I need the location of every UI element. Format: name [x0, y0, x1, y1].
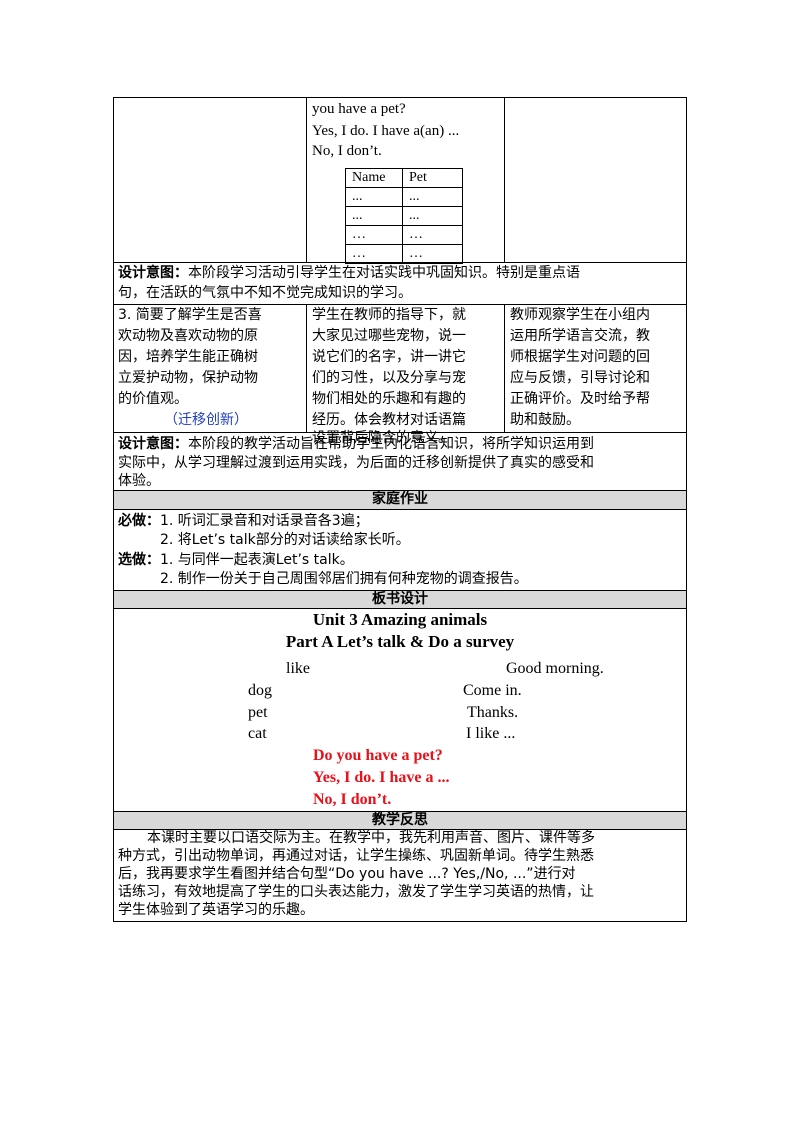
homework-item: 2. 制作一份关于自己周围邻居们拥有何种宠物的调查报告。: [160, 571, 528, 587]
step3-student-activity: 学生在教师的指导下，就 大家见过哪些宠物，说一 说它们的名字，讲一讲它 们的习性…: [312, 305, 502, 445]
reflection-line: 话练习，有效地提高了学生的口头表达能力，激发了学生学习英语的热情，让: [118, 884, 594, 900]
step3-student-line: 大家见过哪些宠物，说一: [312, 328, 466, 344]
table-header-pet: Pet: [402, 168, 463, 188]
table-cell: …: [345, 225, 403, 245]
step3-student-line: 们的习性，以及分享与宠: [312, 370, 466, 386]
board-heading-2: Part A Let’s talk & Do a survey: [285, 632, 515, 651]
board-phrase: Come in.: [463, 682, 522, 699]
homework-optional-1: 选做：1. 与同伴一起表演Let’s talk。: [118, 550, 354, 571]
step3-student-line: 物们相处的乐趣和有趣的: [312, 391, 466, 407]
table-cell: ...: [402, 206, 463, 226]
homework-optional-label: 选做：: [118, 552, 160, 568]
design-intent-1-line-1: 设计意图：本阶段学习活动引导学生在对话实践中巩固知识。特别是重点语: [118, 263, 580, 284]
step3-student-line: 学生在教师的指导下，就: [312, 307, 466, 323]
table-row: … …: [345, 244, 463, 264]
board-word: like: [286, 660, 310, 677]
homework-item: 1. 与同伴一起表演Let’s talk。: [160, 552, 354, 568]
step3-teacher-line: 助和鼓励。: [510, 412, 580, 428]
step3-student-line: 经历。体会教材对话语篇: [312, 412, 466, 428]
design-intent-1-line-2: 句，在活跃的气氛中不知不觉完成知识的学习。: [118, 285, 412, 301]
table-cell: …: [345, 244, 403, 264]
dialogue-line-1: you have a pet?: [312, 101, 406, 117]
board-key-sentence: Yes, I do. I have a ...: [313, 769, 450, 786]
board-title: 板书设计: [372, 591, 428, 607]
table-header-row: Name Pet: [345, 168, 463, 188]
step3-teacher-activity: 教师观察学生在小组内 运用所学语言交流，教 师根据学生对问题的回 应与反馈，引导…: [510, 305, 684, 431]
step3-student-line: 设置背后隐含的意义。: [312, 430, 452, 446]
table-cell: ...: [402, 187, 463, 207]
design-intent-label: 设计意图：: [118, 265, 188, 281]
table-row: ... ...: [345, 206, 463, 226]
dialogue-line-3: No, I don’t.: [312, 143, 382, 159]
board-key-sentence: No, I don’t.: [313, 791, 392, 808]
homework-title: 家庭作业: [372, 491, 428, 507]
table-row: … …: [345, 225, 463, 245]
table-cell: …: [402, 225, 463, 245]
table-cell: ...: [345, 187, 403, 207]
table-header-name: Name: [345, 168, 403, 188]
step3-teacher-line: 师根据学生对问题的回: [510, 349, 650, 365]
reflection-title: 教学反思: [372, 812, 428, 828]
step3-teacher-line: 正确评价。及时给予帮: [510, 391, 650, 407]
step3-teacher-line: 应与反馈，引导讨论和: [510, 370, 650, 386]
step3-objective: 3. 简要了解学生是否喜 欢动物及喜欢动物的原 因，培养学生能正确树 立爱护动物…: [118, 305, 304, 431]
step3-objective-line: 因，培养学生能正确树: [118, 349, 258, 365]
step3-student-line: 说它们的名字，讲一讲它: [312, 349, 466, 365]
design-intent-text: 本阶段的教学活动旨在帮助学生内化语言知识，将所学知识运用到: [188, 436, 594, 452]
step3-teacher-line: 教师观察学生在小组内: [510, 307, 650, 323]
step3-objective-line: 的价值观。: [118, 391, 188, 407]
board-heading-1: Unit 3 Amazing animals: [312, 610, 488, 629]
step3-objective-line: 立爱护动物，保护动物: [118, 370, 258, 386]
homework-item: 2. 将Let’s talk部分的对话读给家长听。: [160, 532, 410, 548]
dialogue-line-2: Yes, I do. I have a(an) ...: [312, 123, 460, 139]
homework-item: 1. 听词汇录音和对话录音各3遍；: [160, 513, 369, 529]
board-phrase: Thanks.: [467, 704, 519, 721]
step3-objective-line: 欢动物及喜欢动物的原: [118, 328, 258, 344]
step3-objective-line: 3. 简要了解学生是否喜: [118, 307, 262, 323]
pet-survey-table: Name Pet ... ... ... ... … … … …: [345, 168, 463, 264]
reflection-line: 学生体验到了英语学习的乐趣。: [118, 902, 314, 918]
board-key-sentence: Do you have a pet?: [313, 747, 443, 764]
homework-required-label: 必做：: [118, 513, 160, 529]
design-intent-2-line-1: 设计意图：本阶段的教学活动旨在帮助学生内化语言知识，将所学知识运用到: [118, 434, 594, 455]
board-word: cat: [248, 725, 267, 742]
design-intent-2-line-3: 体验。: [118, 473, 160, 489]
board-phrase: Good morning.: [506, 660, 604, 677]
reflection-line: 后，我再要求学生看图并结合句型“Do you have ...? Yes,/No…: [118, 866, 576, 882]
reflection-line: 本课时主要以口语交际为主。在教学中，我先利用声音、图片、课件等多: [147, 830, 595, 846]
design-intent-label: 设计意图：: [118, 436, 188, 452]
table-row: ... ...: [345, 187, 463, 207]
board-word: pet: [248, 704, 268, 721]
homework-required-1: 必做：1. 听词汇录音和对话录音各3遍；: [118, 511, 369, 532]
design-intent-text: 本阶段学习活动引导学生在对话实践中巩固知识。特别是重点语: [188, 265, 580, 281]
board-phrase: I like ...: [466, 725, 516, 742]
table-cell: ...: [345, 206, 403, 226]
table-cell: …: [402, 244, 463, 264]
reflection-line: 种方式，引出动物单词，再通过对话，让学生操练、巩固新单词。待学生熟悉: [118, 848, 594, 864]
design-intent-2-line-2: 实际中，从学习理解过渡到运用实践，为后面的迁移创新提供了真实的感受和: [118, 455, 594, 471]
step3-tag: （迁移创新）: [164, 412, 248, 428]
step3-teacher-line: 运用所学语言交流，教: [510, 328, 650, 344]
board-word: dog: [248, 682, 272, 699]
